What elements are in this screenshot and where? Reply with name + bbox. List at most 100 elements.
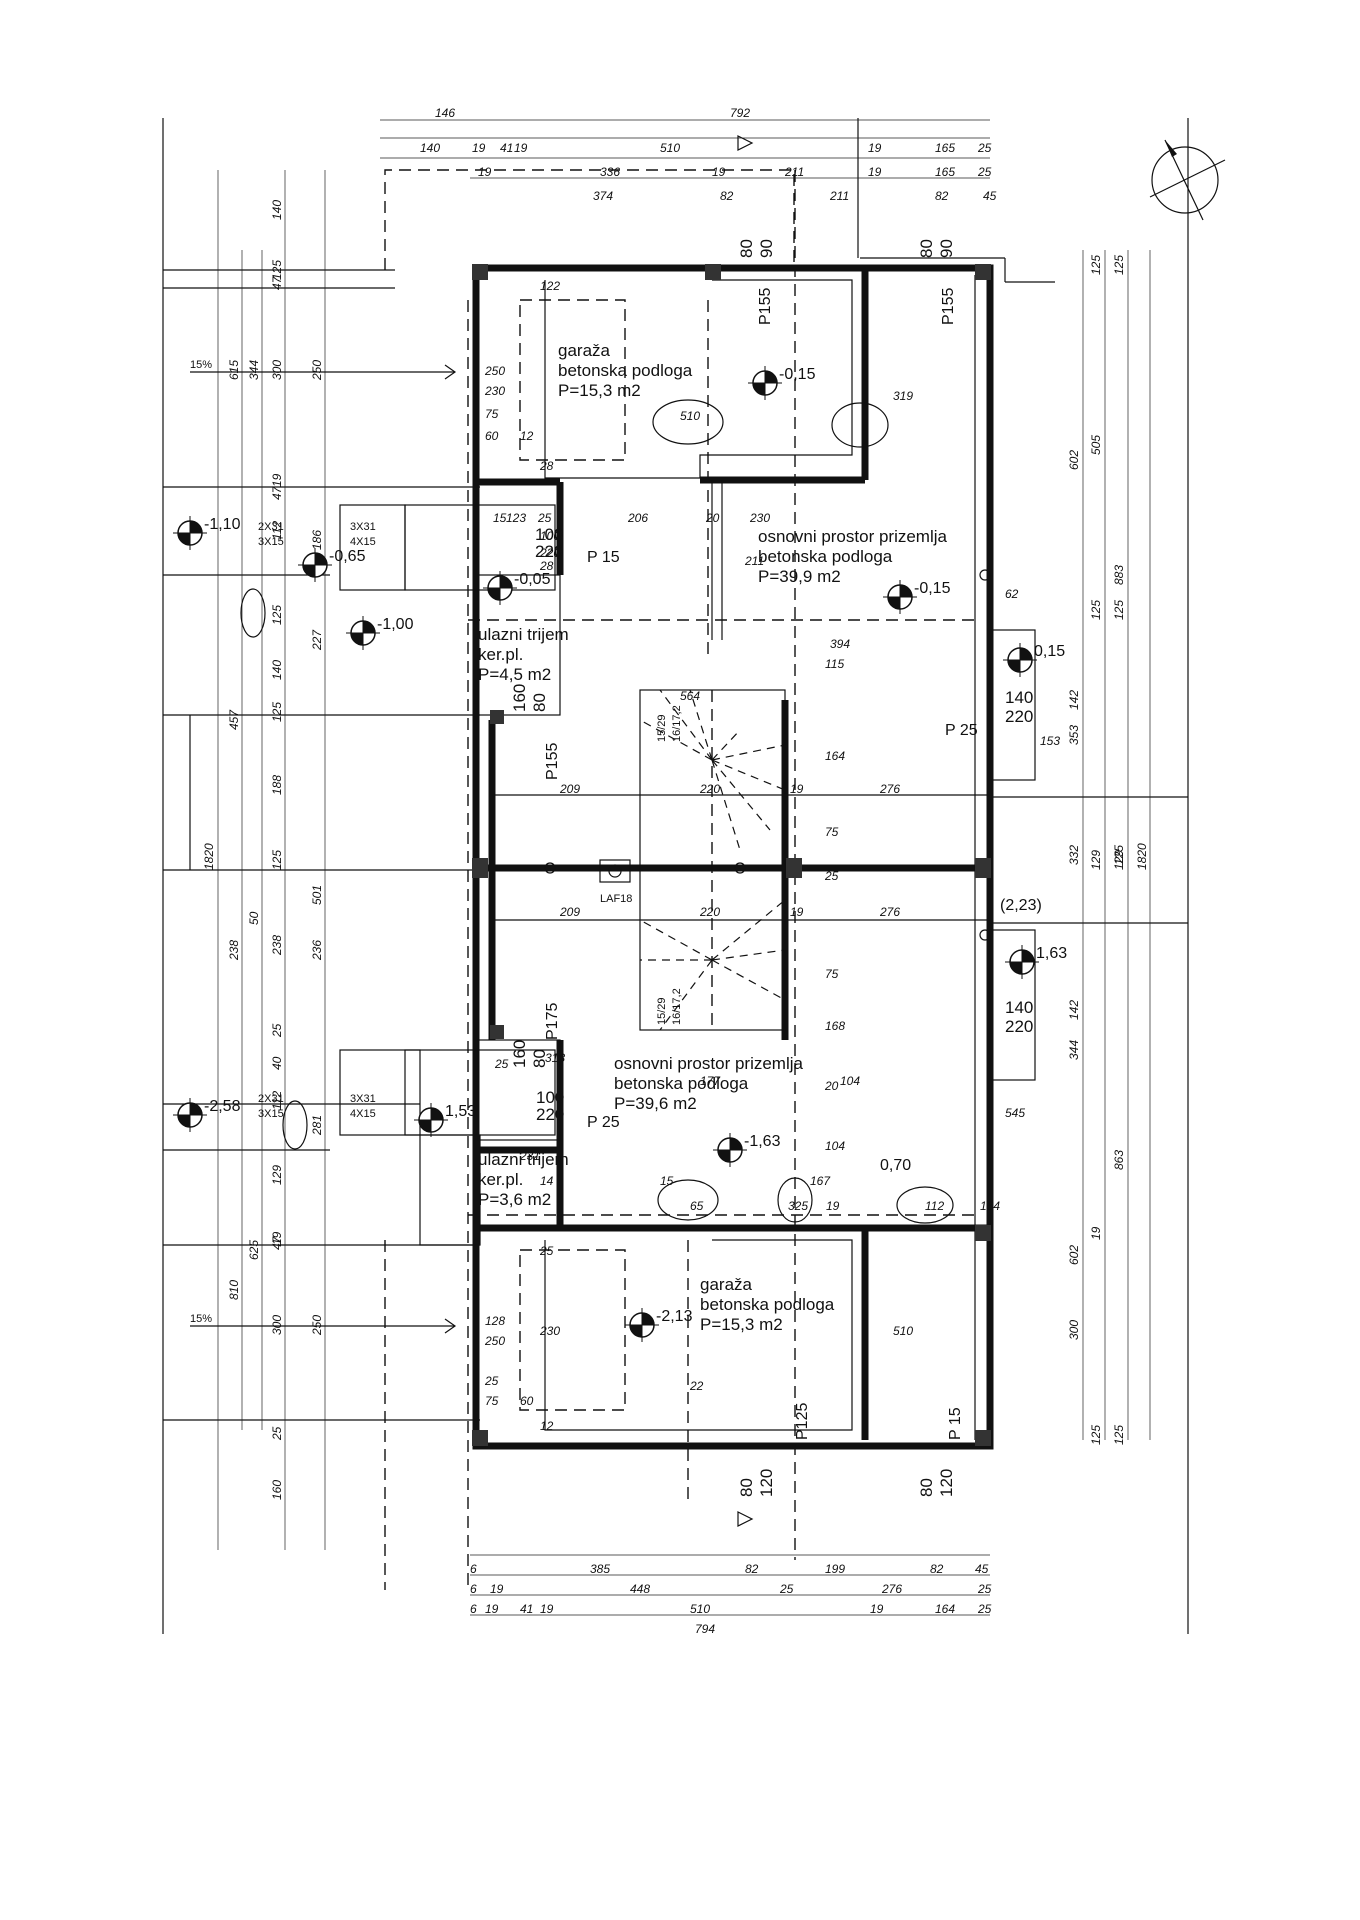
dimension-label: 281	[310, 1115, 324, 1136]
dimension-label: 62	[1005, 587, 1019, 601]
dimension-label: 625	[247, 1240, 261, 1260]
window-size: 80	[737, 1478, 756, 1497]
level-value: -1,63	[744, 1133, 781, 1150]
level-value: -0,65	[329, 548, 366, 565]
dimension-label: 19	[514, 141, 528, 155]
opening-label: P125	[794, 1403, 811, 1440]
dimension-label: 28	[539, 459, 554, 473]
dimension-label: 115	[825, 657, 844, 671]
dimension-label: 810	[227, 1280, 241, 1300]
dimension-label: 564	[680, 689, 700, 703]
room-name: ulazni trijem	[478, 1150, 569, 1169]
window-size: 100	[536, 1088, 564, 1107]
dimension-label: 602	[1067, 1245, 1081, 1265]
dimension-label: 276	[879, 905, 900, 919]
level-value: 0,15	[1034, 643, 1065, 660]
step-size-label: 3X31	[350, 1093, 376, 1105]
level-value: -1,00	[377, 616, 414, 633]
dimension-label: 82	[935, 189, 949, 203]
dimension-label: 125	[1089, 255, 1103, 275]
dimension-label: 206	[627, 511, 648, 525]
dimension-label: 602	[1067, 450, 1081, 470]
level-value: 1,53	[445, 1103, 476, 1120]
porch-top	[339, 504, 561, 716]
level-value: -0,15	[914, 580, 951, 597]
dimension-label: 209	[559, 782, 580, 796]
dimension-label: 112	[270, 1091, 284, 1110]
step-size-label: 4X15	[350, 536, 376, 548]
dimension-label: 25	[977, 165, 992, 179]
dimension-label: 82	[745, 1562, 759, 1576]
dimension-label: 129	[270, 1165, 284, 1185]
dimension-label: 25	[270, 1426, 284, 1441]
dimension-label: 883	[1112, 565, 1126, 585]
step-size-label: 3X15	[258, 536, 284, 548]
dimension-label: 220	[699, 782, 720, 796]
room-floor: ker.pl.	[478, 1170, 523, 1189]
dimension-label: 160	[270, 1480, 284, 1500]
dimension-label: 19	[868, 165, 882, 179]
dimension-label: 142	[1067, 690, 1081, 710]
opening-label: P175	[544, 1003, 561, 1040]
level-marker-icon	[414, 1103, 448, 1137]
dimension-label: 19	[868, 141, 882, 155]
dimension-label: 230	[539, 1324, 560, 1338]
stair-step-label: 16/17,2	[671, 705, 683, 742]
level-marker-icon	[713, 1133, 747, 1167]
dimension-label: 236	[310, 940, 324, 961]
window-size: 140	[1005, 688, 1033, 707]
dimension-label: 125	[1089, 600, 1103, 620]
dimension-label: 238	[270, 935, 284, 956]
dimension-label: 25	[977, 1602, 992, 1616]
dimension-label: 238	[227, 940, 241, 961]
staircase	[544, 569, 991, 1031]
opening-label: P155	[757, 288, 774, 325]
slope-arrows	[190, 135, 754, 1527]
dimension-label: 19	[870, 1602, 884, 1616]
window-size: 80	[917, 1478, 936, 1497]
side-porches	[989, 629, 1036, 1081]
dimension-label: 300	[270, 1315, 284, 1335]
dimension-label: 12	[520, 429, 534, 443]
dimension-label: 122	[540, 279, 560, 293]
dimension-label: 47	[270, 1235, 284, 1250]
dimension-label: 545	[1005, 1106, 1025, 1120]
stair-step-label: 16/17,2	[671, 988, 683, 1025]
dimension-label: 47	[270, 485, 284, 500]
dimension-label: 19	[1089, 1226, 1103, 1240]
room-floor: betonska podloga	[700, 1295, 835, 1314]
dimension-label: 41	[500, 141, 513, 155]
window-size: 220	[1005, 1017, 1033, 1036]
dimension-label: 344	[1067, 1040, 1081, 1060]
opening-label: P155	[544, 743, 561, 780]
dimension-label: 220	[699, 905, 720, 919]
hand-annotation: (2,23)	[1000, 897, 1042, 914]
dimension-label: 47	[270, 275, 284, 290]
room-floor: betonska podloga	[758, 547, 893, 566]
level-value: -0,05	[514, 571, 551, 588]
window-size: 160	[510, 1040, 529, 1068]
dimension-label: 140	[270, 200, 284, 220]
dimension-label: 28	[539, 559, 554, 573]
dimension-label: 164	[825, 749, 845, 763]
room-name: osnovni prostor prizemlja	[758, 527, 948, 546]
dimension-label: 153	[1040, 734, 1060, 748]
dimension-label: 128	[485, 1314, 505, 1328]
window-size: 80	[530, 1049, 549, 1068]
slope-label: 15%	[190, 1313, 212, 1325]
dimension-label: 300	[1067, 1320, 1081, 1340]
level-marker-icon	[1003, 643, 1037, 677]
dimension-label: 129	[1089, 850, 1103, 870]
dimension-label: 448	[630, 1582, 650, 1596]
level-value: -2,58	[204, 1098, 241, 1115]
dimension-label: 325	[788, 1199, 808, 1213]
dimension-label: 6	[470, 1562, 477, 1576]
markup-ellipses	[240, 399, 954, 1224]
dimension-label: 501	[310, 885, 324, 905]
dimension-label: 510	[893, 1324, 913, 1338]
dimension-label: 140	[270, 660, 284, 680]
dimension-label: 100	[540, 529, 560, 543]
dimension-label: 250	[310, 360, 324, 381]
dimension-label: 25	[977, 1582, 992, 1596]
dimension-lines	[217, 119, 1151, 1616]
